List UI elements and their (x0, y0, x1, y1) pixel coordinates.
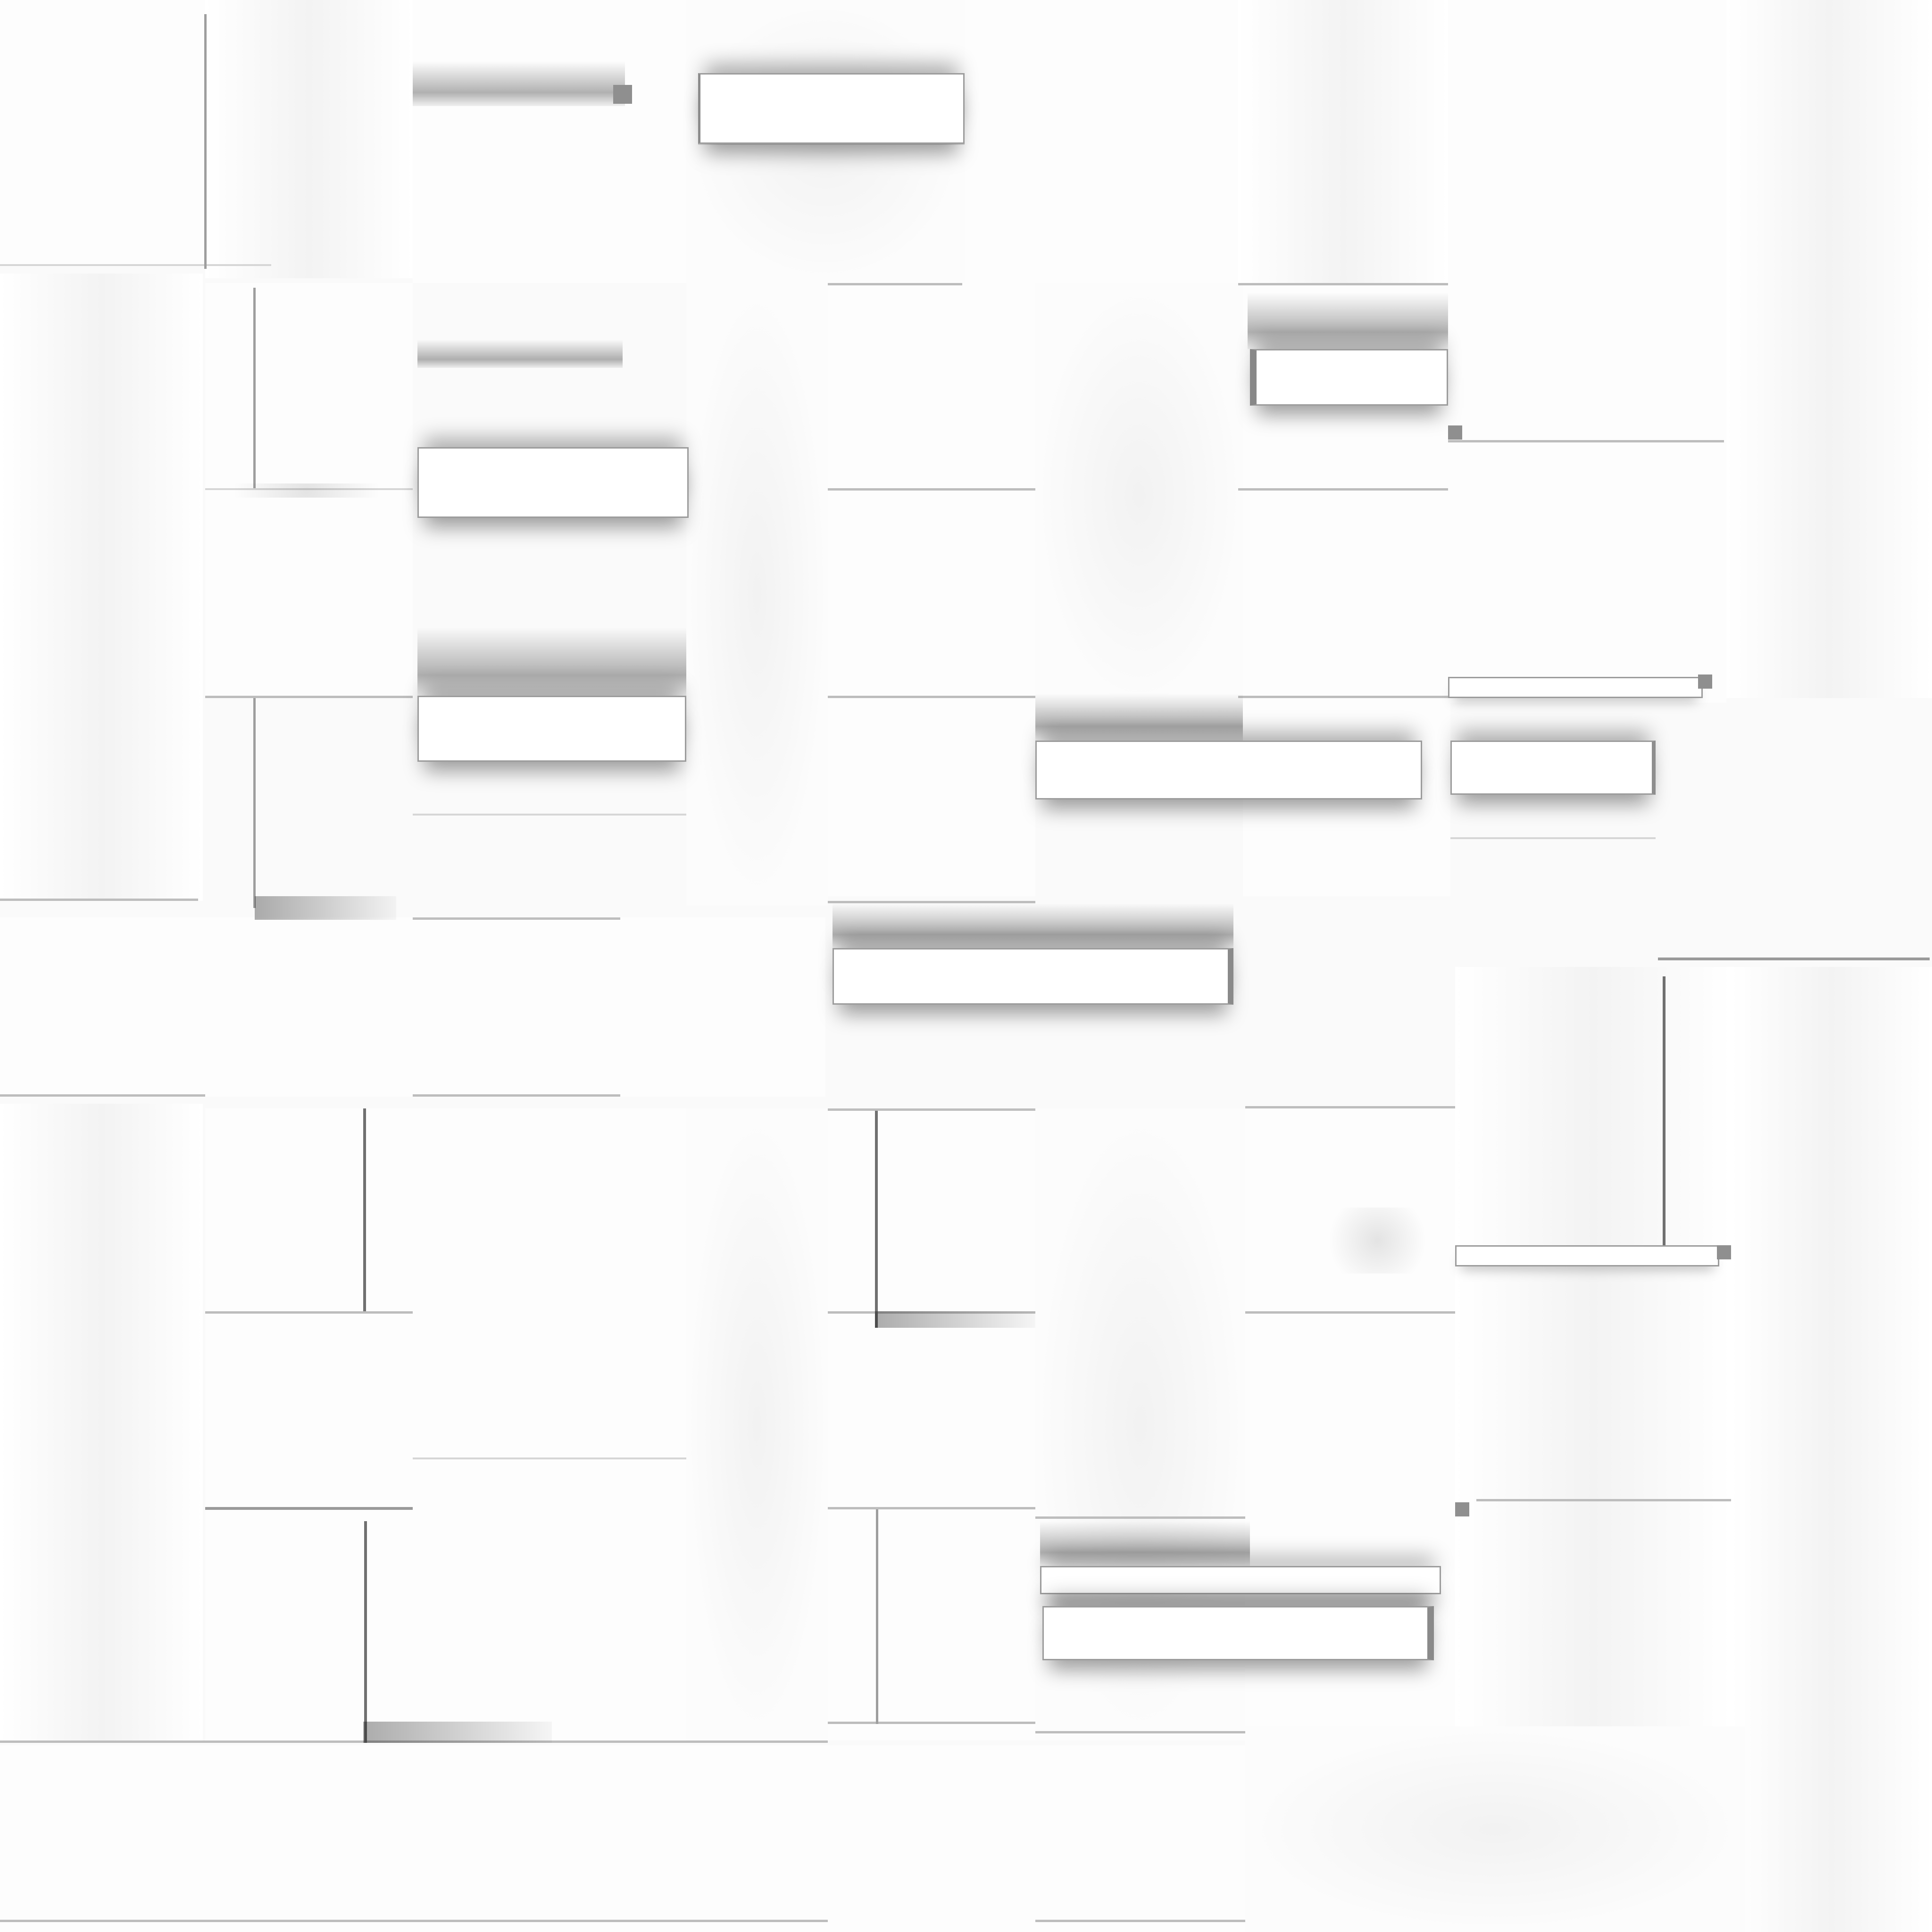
raised-block (1455, 1245, 1719, 1266)
tile (205, 1108, 413, 1740)
seam-line-vertical (875, 1111, 878, 1328)
seam-line (1245, 1311, 1455, 1314)
seam-line (1035, 1731, 1245, 1733)
raised-block (417, 696, 686, 762)
seam-line (1448, 440, 1724, 442)
seam-line (205, 1507, 413, 1510)
shadow-band (255, 896, 396, 920)
shadow-band (1035, 693, 1243, 741)
seam-line (828, 488, 1035, 491)
shadow-band (417, 340, 623, 368)
raised-block (1042, 1606, 1434, 1660)
seam-line (413, 917, 620, 920)
corner-nub (1448, 425, 1462, 440)
seam-line (1450, 837, 1656, 839)
tile (413, 1108, 691, 1740)
seam-line (0, 1920, 828, 1922)
seam-line (1658, 958, 1930, 960)
seam-line-vertical (204, 14, 207, 269)
seam-line-vertical (363, 1108, 366, 1311)
seam-line (1238, 696, 1450, 698)
seam-line (0, 264, 271, 266)
seam-line-vertical (253, 698, 256, 908)
seam-line (0, 1740, 828, 1743)
tile (0, 1745, 1245, 1932)
shadow-band (417, 627, 686, 696)
seam-line (828, 283, 962, 285)
seam-line (0, 899, 198, 901)
seam-line (828, 696, 1035, 698)
tile (1245, 1726, 1745, 1932)
tile (1238, 0, 1448, 283)
raised-block (1450, 741, 1656, 795)
seam-line (828, 1507, 1035, 1509)
tile (0, 0, 205, 266)
seam-line (413, 1094, 620, 1097)
raised-block (833, 948, 1233, 1005)
seam-line (1238, 488, 1448, 491)
corner-nub (1717, 1245, 1731, 1259)
shadow-band (1040, 1521, 1250, 1566)
tile (1731, 967, 1932, 1932)
shadow-band (363, 1722, 552, 1743)
seam-line (828, 1311, 1035, 1314)
raised-block (417, 447, 689, 518)
corner-nub (613, 85, 632, 104)
seam-line-vertical (876, 1509, 878, 1724)
seam-line (205, 488, 413, 490)
shadow-band (875, 1311, 1035, 1328)
seam-line (1035, 1516, 1245, 1519)
noise-patch (203, 483, 410, 498)
tile (1448, 0, 1726, 283)
seam-line (698, 143, 965, 145)
seam-line (205, 696, 413, 698)
shadow-band (413, 61, 625, 106)
raised-block (1250, 349, 1448, 406)
tile (965, 0, 1238, 283)
tile (1450, 283, 1726, 703)
tile (828, 283, 1035, 896)
seam-line-vertical (253, 288, 256, 488)
seam-line (828, 901, 1035, 903)
tile (0, 1104, 203, 1740)
seam-line (1245, 1106, 1455, 1108)
tile (205, 0, 413, 278)
raised-block (1035, 741, 1422, 799)
tile (1035, 283, 1243, 708)
seam-line (1476, 1499, 1731, 1501)
shadow-band (1248, 292, 1448, 349)
seam-line (413, 814, 686, 816)
shadow-band (833, 903, 1233, 948)
tile (1455, 967, 1731, 1731)
seam-line (1238, 283, 1448, 285)
raised-block (1448, 677, 1703, 698)
seam-line-vertical (364, 1521, 367, 1743)
tile (205, 283, 413, 698)
raised-block (698, 73, 965, 144)
tile (1726, 0, 1932, 698)
tile (828, 1108, 1035, 1740)
raised-block (1040, 1566, 1441, 1594)
seam-line (828, 1722, 1035, 1724)
seam-line (413, 1457, 686, 1459)
tile (686, 283, 828, 906)
tile (0, 274, 203, 901)
noise-patch (1316, 1208, 1439, 1274)
seam-line (205, 1311, 413, 1314)
seam-line (828, 1108, 1035, 1111)
seam-line (0, 1094, 205, 1097)
seam-line-vertical (1663, 976, 1666, 1245)
corner-nub (1455, 1502, 1469, 1516)
corner-nub (1698, 675, 1712, 689)
tile (413, 0, 686, 283)
tile (686, 1108, 828, 1740)
tile (0, 917, 825, 1097)
seam-line (1035, 1920, 1245, 1922)
